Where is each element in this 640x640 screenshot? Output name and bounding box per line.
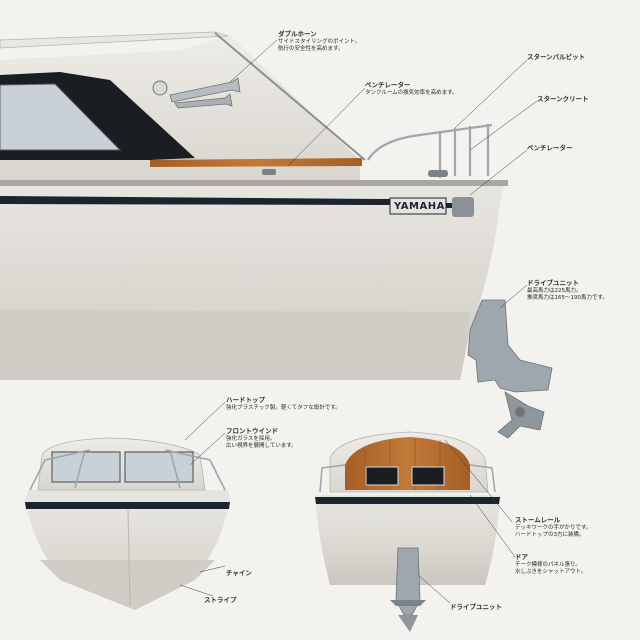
rear-hull xyxy=(315,495,500,585)
label-ventilator-side: ベンチレーター xyxy=(527,144,573,153)
stern-rail xyxy=(367,123,493,178)
label-line: 広い視界を展開しています。 xyxy=(226,443,297,450)
rear-window-right xyxy=(411,466,445,486)
label-title: ドライブユニット xyxy=(527,279,579,287)
label-hardtop: ハードトップ 強化プラスチック製。軽くてタフな設計です。 xyxy=(226,396,341,412)
stern-cleat xyxy=(428,170,448,177)
front-hull-lower xyxy=(40,560,215,610)
side-windshield-rail xyxy=(214,32,366,161)
label-title: ドア xyxy=(515,553,528,561)
label-title: ベンチレーター xyxy=(365,81,411,89)
label-title: ベンチレーター xyxy=(527,144,573,152)
label-line: ハードトップの3方に装備。 xyxy=(515,532,585,539)
label-line: 最高馬力は225馬力。 xyxy=(527,287,582,294)
label-ventilator-top: ベンチレーター タンクルームの換気効率を高めます。 xyxy=(365,81,458,97)
label-drive-unit: ドライブユニット 最高馬力は225馬力。 推奨馬力は165～190馬力です。 xyxy=(527,279,608,303)
rear-rails xyxy=(319,464,496,493)
label-title: ハードトップ xyxy=(226,396,265,404)
label-drive-unit-rear: ドライブユニット xyxy=(450,603,502,612)
front-stripe xyxy=(25,502,230,509)
label-line: チーク模様のパネル張り。 xyxy=(515,561,581,568)
label-storm-rail: ストームレール デッキワークの手がかりです。 ハードトップの3方に装備。 xyxy=(515,516,591,540)
side-hull-shadow xyxy=(0,310,470,380)
label-line: サイドスタイリングのポイント。 xyxy=(278,38,361,45)
rear-drive-unit xyxy=(390,547,426,632)
label-line: デッキワークの手がかりです。 xyxy=(515,524,592,531)
double-horn xyxy=(152,77,241,109)
label-line: 推奨馬力は165～190馬力です。 xyxy=(527,295,608,302)
side-gunwale xyxy=(0,180,508,186)
label-chine: チャイン xyxy=(226,569,252,578)
side-teak-strip xyxy=(150,158,362,167)
label-title: スターンクリート xyxy=(537,95,589,103)
front-view-boat xyxy=(25,437,230,610)
label-title: ドライブユニット xyxy=(450,603,502,611)
rear-window-left xyxy=(365,466,399,486)
label-door: ドア チーク模様のパネル張り。 水しぶきをシャットアウト。 xyxy=(515,553,586,577)
side-view-boat xyxy=(0,31,553,439)
side-hardtop xyxy=(0,31,229,49)
front-window-left xyxy=(51,451,121,483)
label-stripe: ストライプ xyxy=(204,596,237,605)
label-line: 航行の安全性を高めます。 xyxy=(278,46,344,53)
side-front-window xyxy=(0,83,122,151)
label-stern-cleat: スターンクリート xyxy=(537,95,589,104)
label-front-window: フロントウインド 強化ガラスを採用。 広い視界を展開しています。 xyxy=(226,427,297,451)
front-keel-line xyxy=(127,509,131,606)
rear-view-boat xyxy=(315,431,500,632)
label-line: 強化プラスチック製。軽くてタフな設計です。 xyxy=(226,404,341,411)
label-line: 水しぶきをシャットアウト。 xyxy=(515,569,587,576)
label-title: フロントウインド xyxy=(226,427,278,435)
front-deck xyxy=(25,490,230,500)
label-title: ストライプ xyxy=(204,596,237,604)
leader-lines xyxy=(179,39,538,604)
rear-stripe xyxy=(315,497,500,504)
front-rails xyxy=(29,449,226,491)
yamaha-hull-logo: YAMAHA xyxy=(394,201,445,212)
deck-ventilator xyxy=(262,169,276,175)
side-stripe xyxy=(0,196,390,205)
label-line: 強化ガラスを採用。 xyxy=(226,435,276,442)
front-window-right xyxy=(124,451,194,483)
side-drive-unit xyxy=(467,299,553,439)
side-vent xyxy=(452,197,474,217)
label-title: ダブルホーン xyxy=(278,30,317,38)
label-double-horn: ダブルホーン サイドスタイリングのポイント。 航行の安全性を高めます。 xyxy=(278,30,360,54)
label-line: タンクルームの換気効率を高めます。 xyxy=(365,89,458,96)
label-title: ストームレール xyxy=(515,516,561,524)
label-stern-bollard: スターンバルビット xyxy=(527,53,585,62)
label-title: チャイン xyxy=(226,569,252,577)
label-title: スターンバルビット xyxy=(527,53,586,61)
